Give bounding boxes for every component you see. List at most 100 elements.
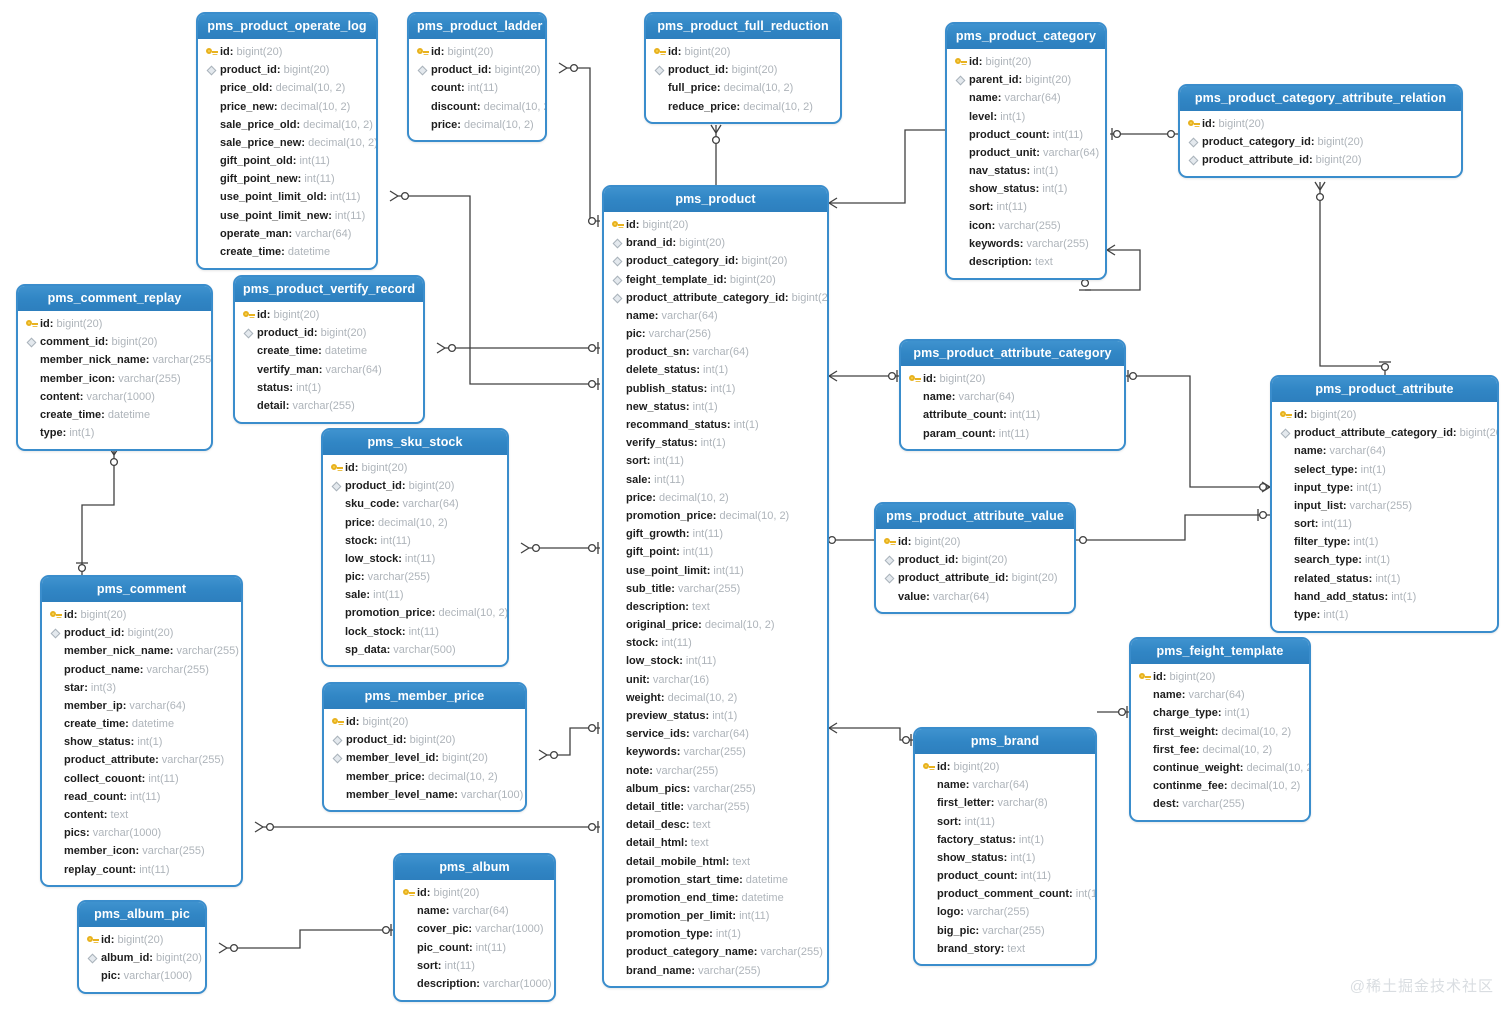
field-row[interactable]: price: decimal(10, 2) (415, 116, 539, 134)
field-row[interactable]: sp_data: varchar(500) (329, 641, 501, 659)
field-row[interactable]: low_stock: int(11) (610, 653, 821, 671)
field-row[interactable]: name: varchar(64) (610, 307, 821, 325)
field-row[interactable]: sale_price_new: decimal(10, 2) (204, 134, 376, 152)
field-row[interactable]: type: int(1) (24, 425, 205, 443)
field-row[interactable]: operate_man: varchar(64) (204, 225, 370, 243)
field-row[interactable]: description: text (610, 598, 821, 616)
field-row[interactable]: brand_name: varchar(255) (610, 962, 821, 980)
field-row[interactable]: gift_point: int(11) (610, 544, 821, 562)
field-row[interactable]: replay_count: int(11) (48, 861, 235, 879)
field-row[interactable]: name: varchar(64) (953, 90, 1099, 108)
field-row[interactable]: pic: varchar(256) (610, 326, 821, 344)
field-row[interactable]: product_id: bigint(20) (415, 62, 540, 80)
field-row[interactable]: promotion_per_limit: int(11) (610, 908, 821, 926)
field-row[interactable]: create_time: datetime (241, 343, 417, 361)
field-row[interactable]: sort: int(11) (953, 199, 1099, 217)
field-row[interactable]: description: varchar(1000) (401, 975, 552, 993)
field-row[interactable]: id: bigint(20) (415, 43, 539, 61)
field-row[interactable]: product_sn: varchar(64) (610, 344, 821, 362)
field-row[interactable]: product_id: bigint(20) (241, 325, 417, 343)
field-row[interactable]: description: text (953, 253, 1099, 271)
field-row[interactable]: filter_type: int(1) (1278, 534, 1491, 552)
field-row[interactable]: product_id: bigint(20) (882, 552, 1068, 570)
field-row[interactable]: unit: varchar(16) (610, 671, 821, 689)
field-row[interactable]: id: bigint(20) (401, 884, 548, 902)
field-row[interactable]: parent_id: bigint(20) (953, 72, 1099, 90)
field-row[interactable]: sku_code: varchar(64) (329, 496, 501, 514)
field-row[interactable]: stock: int(11) (610, 635, 821, 653)
field-row[interactable]: member_nick_name: varchar(255) (48, 643, 239, 661)
field-row[interactable]: nav_status: int(1) (953, 163, 1099, 181)
field-row[interactable]: content: text (48, 806, 235, 824)
field-row[interactable]: product_id: bigint(20) (204, 62, 370, 80)
field-row[interactable]: service_ids: varchar(64) (610, 726, 821, 744)
field-row[interactable]: weight: decimal(10, 2) (610, 689, 821, 707)
field-row[interactable]: publish_status: int(1) (610, 380, 821, 398)
field-row[interactable]: price_old: decimal(10, 2) (204, 80, 370, 98)
field-row[interactable]: name: varchar(64) (921, 777, 1089, 795)
field-row[interactable]: id: bigint(20) (907, 370, 1118, 388)
field-row[interactable]: album_id: bigint(20) (85, 950, 202, 968)
field-row[interactable]: id: bigint(20) (953, 53, 1099, 71)
field-row[interactable]: product_id: bigint(20) (48, 625, 235, 643)
field-row[interactable]: member_ip: varchar(64) (48, 697, 235, 715)
field-row[interactable]: keywords: varchar(255) (953, 235, 1099, 253)
field-row[interactable]: sale: int(11) (610, 471, 821, 489)
field-row[interactable]: brand_story: text (921, 940, 1089, 958)
field-row[interactable]: attribute_count: int(11) (907, 407, 1118, 425)
field-row[interactable]: brand_id: bigint(20) (610, 235, 821, 253)
field-row[interactable]: product_name: varchar(255) (48, 661, 235, 679)
field-row[interactable]: factory_status: int(1) (921, 831, 1089, 849)
field-row[interactable]: dest: varchar(255) (1137, 796, 1303, 814)
field-row[interactable]: id: bigint(20) (329, 459, 501, 477)
field-row[interactable]: status: int(1) (241, 379, 417, 397)
field-row[interactable]: show_status: int(1) (921, 849, 1089, 867)
field-row[interactable]: id: bigint(20) (1137, 668, 1303, 686)
field-row[interactable]: search_type: int(1) (1278, 552, 1491, 570)
field-row[interactable]: product_attribute_category_id: bigint(20… (1278, 425, 1497, 443)
field-row[interactable]: show_status: int(1) (48, 734, 235, 752)
field-row[interactable]: album_pics: varchar(255) (610, 780, 821, 798)
field-row[interactable]: continue_weight: decimal(10, 2) (1137, 759, 1309, 777)
field-row[interactable]: sale: int(11) (329, 587, 501, 605)
field-row[interactable]: vertify_man: varchar(64) (241, 361, 417, 379)
field-row[interactable]: sort: int(11) (921, 813, 1089, 831)
field-row[interactable]: param_count: int(11) (907, 425, 1118, 443)
field-row[interactable]: id: bigint(20) (921, 758, 1089, 776)
field-row[interactable]: detail_title: varchar(255) (610, 798, 821, 816)
field-row[interactable]: content: varchar(1000) (24, 388, 205, 406)
field-row[interactable]: promotion_type: int(1) (610, 926, 821, 944)
field-row[interactable]: level: int(1) (953, 108, 1099, 126)
field-row[interactable]: pic_count: int(11) (401, 939, 548, 957)
field-row[interactable]: original_price: decimal(10, 2) (610, 617, 821, 635)
field-row[interactable]: read_count: int(11) (48, 788, 235, 806)
field-row[interactable]: keywords: varchar(255) (610, 744, 821, 762)
field-row[interactable]: member_nick_name: varchar(255) (24, 352, 211, 370)
field-row[interactable]: price: decimal(10, 2) (329, 514, 501, 532)
field-row[interactable]: hand_add_status: int(1) (1278, 588, 1491, 606)
field-row[interactable]: product_attribute_id: bigint(20) (882, 570, 1068, 588)
field-row[interactable]: id: bigint(20) (610, 216, 821, 234)
field-row[interactable]: discount: decimal(10, 2) (415, 98, 545, 116)
field-row[interactable]: id: bigint(20) (652, 43, 834, 61)
field-row[interactable]: big_pic: varchar(255) (921, 922, 1089, 940)
field-row[interactable]: cover_pic: varchar(1000) (401, 921, 548, 939)
field-row[interactable]: promotion_price: decimal(10, 2) (329, 605, 507, 623)
field-row[interactable]: id: bigint(20) (48, 606, 235, 624)
field-row[interactable]: input_list: varchar(255) (1278, 497, 1491, 515)
field-row[interactable]: id: bigint(20) (882, 533, 1068, 551)
